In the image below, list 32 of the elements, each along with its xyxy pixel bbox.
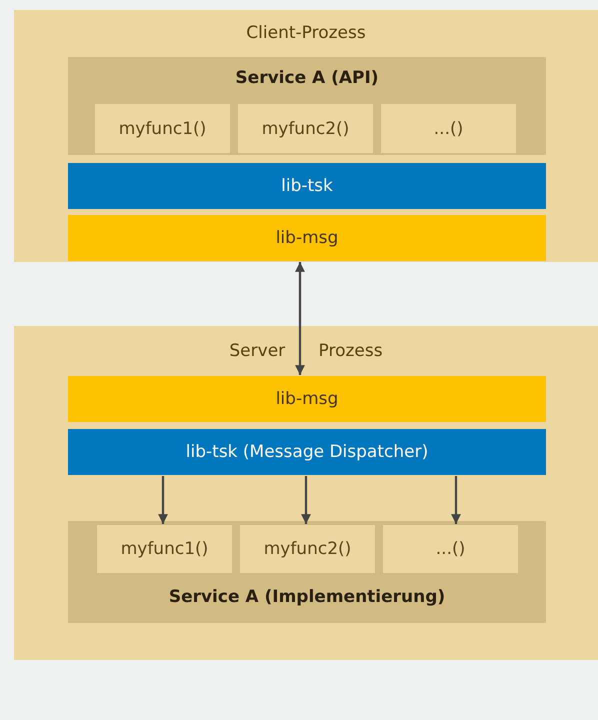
label-text: myfunc1() xyxy=(120,538,208,560)
arrow xyxy=(301,476,311,524)
function-box xyxy=(240,525,375,573)
function-box xyxy=(238,104,373,153)
service-panel xyxy=(68,57,546,155)
arrow xyxy=(295,262,305,375)
label-text: lib-msg xyxy=(276,227,338,249)
arrow xyxy=(158,476,168,524)
label-text: lib-msg xyxy=(276,388,338,410)
label-text: lib-tsk (Message Dispatcher) xyxy=(186,441,428,463)
process-container xyxy=(14,326,598,660)
function-box xyxy=(381,104,516,153)
label-text: myfunc2() xyxy=(262,118,350,140)
heading-label: Server Prozess xyxy=(229,340,383,362)
label-text: ...() xyxy=(436,538,466,560)
heading-label: Service A (API) xyxy=(235,67,379,89)
label-text: myfunc1() xyxy=(118,118,206,140)
heading-label: Client-Prozess xyxy=(246,22,366,44)
process-container xyxy=(14,10,598,262)
function-box xyxy=(95,104,230,153)
label-text: myfunc2() xyxy=(264,538,352,560)
library-bar xyxy=(68,376,546,422)
library-bar xyxy=(68,215,546,261)
function-box xyxy=(97,525,232,573)
heading-label: Service A (Implementierung) xyxy=(168,586,446,608)
label-text: lib-tsk xyxy=(281,175,333,197)
library-bar xyxy=(68,163,546,209)
service-panel xyxy=(68,521,546,623)
label-text: ...() xyxy=(434,118,464,140)
arrow xyxy=(451,476,461,524)
library-bar xyxy=(68,429,546,475)
function-box xyxy=(383,525,518,573)
